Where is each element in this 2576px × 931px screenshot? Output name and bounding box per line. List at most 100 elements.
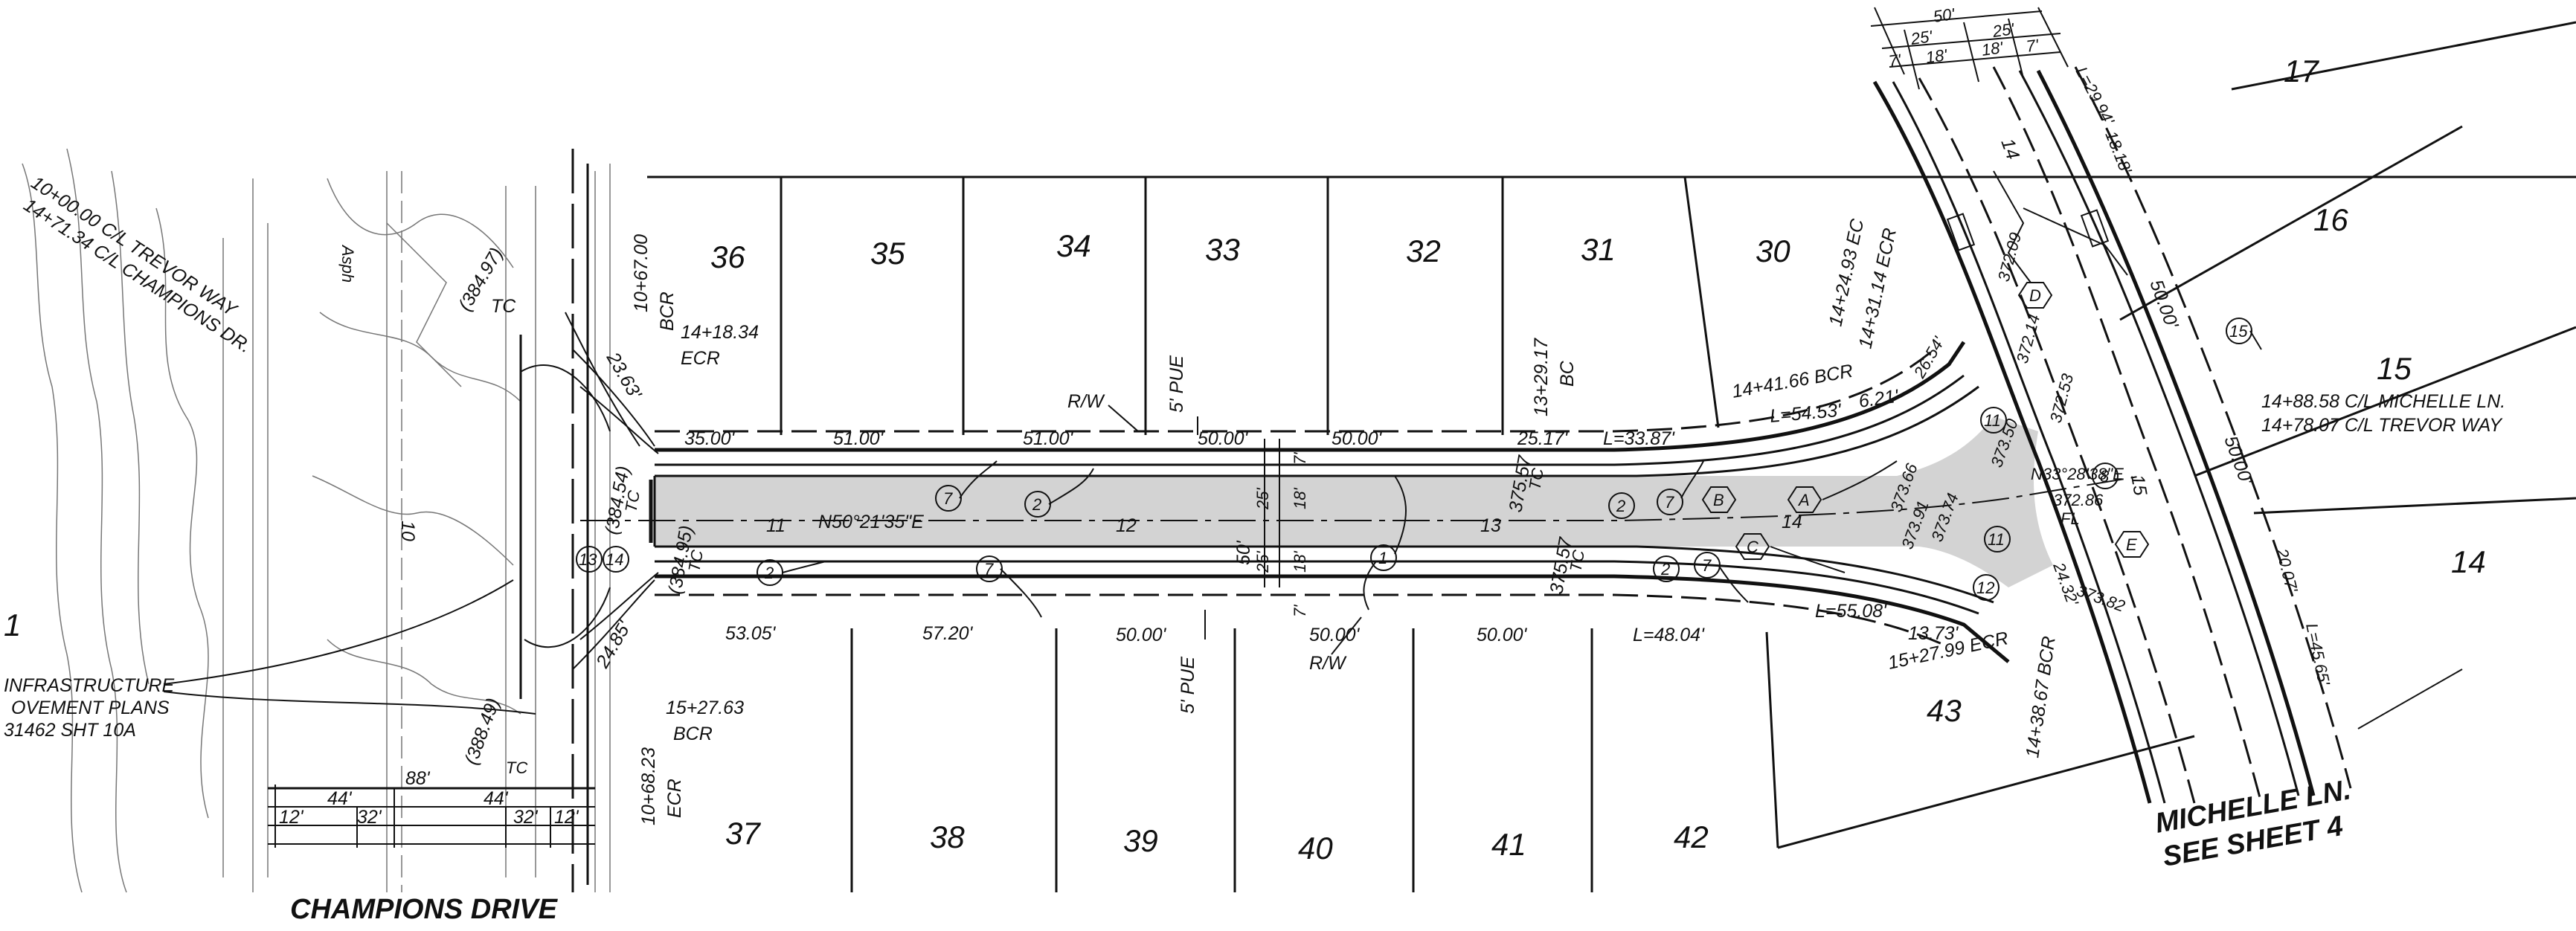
bubble-1: 1 — [1370, 544, 1397, 571]
sta-cl-trevor: 10+00.00 C/L TREVOR WAY — [28, 173, 242, 322]
bubble-7: 7 — [976, 555, 1003, 582]
dim-88: 88' — [405, 768, 431, 789]
bubble-12: 12 — [1973, 574, 2000, 601]
sta-12: 12 — [1116, 515, 1137, 536]
grade-372-86-fl: FL — [2061, 509, 2080, 528]
note-line-2: OVEMENT PLANS — [11, 698, 170, 718]
svg-text:A: A — [1797, 491, 1810, 509]
dim-35: 35.00' — [684, 428, 736, 449]
dim-25-dn: 25' — [1253, 551, 1272, 573]
grade-384-97-tc: TC — [491, 296, 516, 317]
dim-26-54: 26.54' — [1909, 333, 1948, 381]
grade-375-57b-tc: TC — [1566, 549, 1588, 573]
dim-32a: 32' — [357, 807, 382, 828]
champions-drive-existing — [22, 148, 640, 893]
dim-32b: 32' — [513, 807, 539, 828]
svg-text:15: 15 — [2229, 322, 2248, 341]
dim-25-up: 25' — [1253, 488, 1272, 510]
pavement-area — [655, 416, 2053, 587]
sta-15: 15 — [2127, 473, 2151, 497]
bearing-trevor: N50°21'35"E — [818, 512, 924, 532]
hex-c: C — [1735, 533, 1770, 560]
sta-13-29-bc: BC — [1557, 360, 1578, 387]
dim-l55-08: L=55.08' — [1815, 601, 1887, 622]
trevor-way-centerline — [580, 475, 2143, 521]
lot-numbers: 36 35 34 33 32 31 30 17 16 15 14 37 38 3… — [4, 54, 2486, 866]
dim-25-top2: 25' — [1991, 19, 2016, 41]
sta-cl-trevor2: 14+78.07 C/L TREVOR WAY — [2261, 415, 2503, 436]
sta-cl-michelle: 14+88.58 C/L MICHELLE LN. — [2261, 391, 2505, 412]
dim-50-top: 50' — [1932, 4, 1956, 26]
lot-43: 43 — [1927, 693, 1962, 728]
sta-10: 10 — [397, 521, 418, 541]
svg-text:14: 14 — [606, 550, 623, 569]
lot-15: 15 — [2377, 351, 2412, 386]
dim-l29-94: L=29.94' — [2072, 64, 2119, 129]
sta-13: 13 — [1480, 515, 1501, 536]
bubble-8: 8 — [2092, 463, 2119, 489]
dim-44a: 44' — [327, 788, 353, 809]
dim-25-17: 25.17' — [1517, 428, 1569, 449]
lot-34: 34 — [1056, 228, 1091, 263]
hex-d: D — [2017, 282, 2053, 309]
sta-10-67: 10+67.00 — [631, 234, 652, 312]
svg-text:7: 7 — [943, 489, 953, 508]
sta-14-18-ecr: ECR — [681, 348, 720, 369]
grade-388-49-tc: TC — [506, 758, 527, 777]
lot-31: 31 — [1581, 232, 1616, 267]
dim-18-18: 18.18' — [2101, 129, 2136, 177]
trevor-way-road — [572, 341, 2143, 670]
lot-39: 39 — [1123, 823, 1158, 858]
bubble-15: 15 — [2226, 318, 2252, 344]
asph-label: Asph — [338, 244, 357, 283]
grade-372-53: 372.53 — [2046, 371, 2078, 425]
bubble-11: 11 — [1980, 407, 2007, 434]
lot-35: 35 — [870, 236, 905, 271]
sta-14-18: 14+18.34 — [681, 322, 759, 343]
dim-51a: 51.00' — [833, 428, 884, 449]
grade-384-54-tc: TC — [621, 489, 643, 514]
michelle-lane-road — [1870, 7, 2463, 804]
lot-17: 17 — [2284, 54, 2319, 88]
dim-50b: 50.00' — [1332, 428, 1383, 449]
dim-50a: 50.00' — [1198, 428, 1249, 449]
pue-top: 5' PUE — [1166, 355, 1187, 413]
hex-e: E — [2114, 531, 2150, 558]
bubble-7: 7 — [935, 485, 962, 512]
hex-a: A — [1787, 486, 1822, 513]
lot-42: 42 — [1674, 819, 1709, 854]
lot-37: 37 — [725, 816, 761, 851]
dim-50e: 50.00' — [1477, 625, 1528, 645]
bubble-11: 11 — [1984, 526, 2011, 553]
bubble-2: 2 — [757, 559, 783, 586]
lot-14: 14 — [2451, 544, 2486, 579]
dim-20-07: 20.07' — [2273, 546, 2302, 594]
svg-text:2: 2 — [764, 564, 774, 582]
bubble-14: 14 — [603, 546, 629, 573]
dim-7a: 7' — [1887, 51, 1903, 71]
lot-33: 33 — [1205, 232, 1240, 267]
dim-50-ml2: 50.00' — [2220, 433, 2257, 488]
svg-text:7: 7 — [1702, 556, 1712, 575]
svg-text:11: 11 — [1984, 411, 2001, 430]
grade-375-57a-tc: TC — [1525, 467, 1547, 492]
dim-13-73: 13.73' — [1908, 623, 1959, 644]
grade-373-82: 373.82 — [2074, 581, 2127, 616]
sta-15-27-bcr: BCR — [673, 724, 713, 744]
dim-18-dn: 18' — [1291, 551, 1309, 573]
svg-text:2: 2 — [1660, 560, 1670, 579]
lot-1: 1 — [4, 608, 21, 642]
pue-bot: 5' PUE — [1178, 657, 1198, 714]
misc-labels: R/W R/W 5' PUE 5' PUE N50°21'35"E N33°28… — [338, 244, 2124, 714]
dim-7-dn: 7' — [1291, 605, 1309, 617]
dim-57-20: 57.20' — [922, 623, 974, 644]
dim-51b: 51.00' — [1023, 428, 1074, 449]
lot-38: 38 — [930, 819, 965, 854]
sta-11: 11 — [766, 515, 786, 536]
sta-14-41: 14+41.66 BCR — [1730, 361, 1854, 402]
leader-lines — [782, 330, 2262, 618]
svg-text:7: 7 — [984, 560, 994, 579]
sta-10-67-bcr: BCR — [657, 291, 678, 331]
rw-bot: R/W — [1309, 653, 1347, 674]
bubble-7: 7 — [1657, 489, 1683, 515]
